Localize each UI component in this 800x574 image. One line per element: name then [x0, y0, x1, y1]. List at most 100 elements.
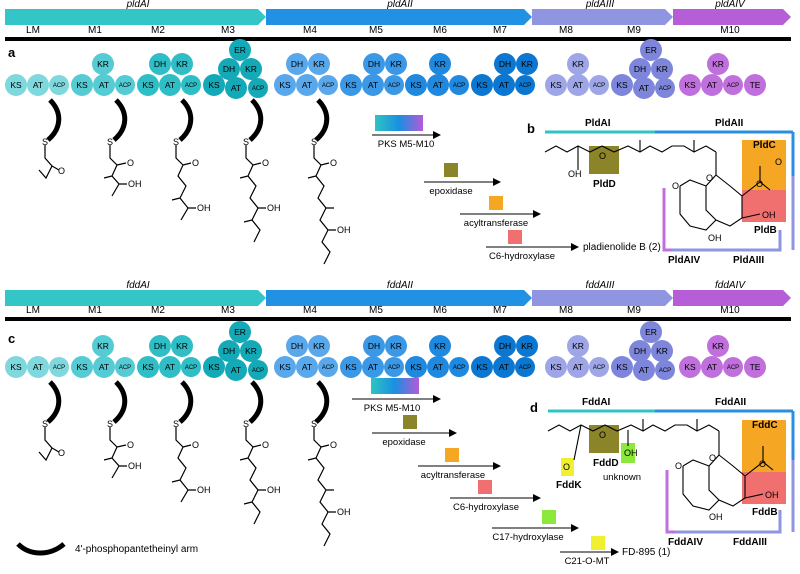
module-label-M6: M6: [433, 305, 447, 316]
module-label-M4: M4: [303, 305, 317, 316]
module-label-M2: M2: [151, 305, 165, 316]
domain-acp: ACP: [185, 365, 197, 371]
atom-oh: OH: [337, 225, 351, 235]
atom-o: O: [330, 440, 337, 450]
domain-kr: KR: [656, 64, 668, 74]
module-label-M6: M6: [433, 25, 447, 36]
module-label-M4: M4: [303, 25, 317, 36]
domain-dh: DH: [634, 64, 646, 74]
domain-at: AT: [231, 365, 241, 375]
domain-at: AT: [433, 362, 443, 372]
panel-label-c: c: [8, 331, 15, 346]
module-label-M3: M3: [221, 25, 235, 36]
step-epoxidase: epoxidase: [429, 186, 472, 197]
atom-oh: OH: [708, 233, 722, 243]
gene-label-pldAIII: pldAIII: [585, 0, 615, 10]
domain-ks: KS: [476, 362, 488, 372]
gene-arrow-pldAII: [266, 9, 532, 25]
panel-label-b: b: [527, 121, 535, 136]
module-protein-pldaiii: PldAIII: [733, 255, 764, 266]
module-protein-fddaiii: FddAIII: [733, 537, 767, 548]
module-label-M7: M7: [493, 25, 507, 36]
pld-intermediate-labels: S O S O OH S O OH S O OH S O OH: [42, 137, 351, 235]
domain-dh: DH: [291, 341, 303, 351]
domain-acp: ACP: [453, 365, 465, 371]
step-pks: PKS M5-M10: [378, 139, 435, 150]
module-protein-pldai: PldAI: [585, 118, 611, 129]
domain-acp: ACP: [252, 86, 264, 92]
pld-structure: b PldAI PldAII PldC PldD PldB OH O O O O…: [527, 118, 795, 266]
domain-kr: KR: [390, 59, 402, 69]
domain-ks: KS: [550, 362, 562, 372]
pld-domain-row: KS AT ACP KS KR AT ACP KS DH KR AT ACP K…: [5, 39, 766, 99]
domain-kr: KR: [313, 341, 325, 351]
domain-er: ER: [645, 327, 657, 337]
atom-oh: OH: [709, 512, 723, 522]
step-epoxidase: epoxidase: [382, 437, 425, 448]
atom-s: S: [243, 137, 249, 147]
enzyme-fddk: FddK: [556, 480, 582, 491]
domain-dh: DH: [291, 59, 303, 69]
atom-o: O: [563, 462, 570, 472]
domain-er: ER: [645, 45, 657, 55]
domain-at: AT: [99, 362, 109, 372]
domain-ks: KS: [684, 80, 696, 90]
module-label-M9: M9: [627, 305, 641, 316]
atom-oh: OH: [128, 461, 142, 471]
module-protein-fddaiv: FddAIV: [668, 537, 703, 548]
atom-oh: OH: [762, 210, 776, 220]
domain-acp: ACP: [53, 83, 65, 89]
domain-at: AT: [302, 362, 312, 372]
gene-label-fddAII: fddAII: [387, 280, 413, 291]
atom-oh: OH: [267, 485, 281, 495]
module-label-LM: LM: [26, 305, 40, 316]
domain-kr: KR: [245, 64, 257, 74]
domain-kr: KR: [572, 341, 584, 351]
atom-oh: OH: [267, 203, 281, 213]
gene-label-pldAI: pldAI: [126, 0, 150, 10]
atom-s: S: [173, 137, 179, 147]
domain-at: AT: [499, 80, 509, 90]
domain-ks: KS: [476, 80, 488, 90]
domain-acp: ACP: [727, 365, 739, 371]
step-c6-hydroxylase: C6-hydroxylase: [453, 502, 519, 513]
module-label-M8: M8: [559, 305, 573, 316]
step-c21-o-mt: C21-O-MT: [565, 556, 610, 567]
domain-ks: KS: [345, 362, 357, 372]
domain-kr: KR: [390, 341, 402, 351]
atom-o: O: [330, 158, 337, 168]
unknown-label: unknown: [603, 472, 641, 483]
atom-o: O: [599, 430, 606, 440]
atom-s: S: [173, 419, 179, 429]
phosphopantetheinyl-arm-icon: [16, 542, 66, 556]
domain-kr: KR: [313, 59, 325, 69]
domain-at: AT: [33, 80, 43, 90]
domain-acp: ACP: [659, 368, 671, 374]
domain-acp: ACP: [388, 83, 400, 89]
pld-intermediates: [38, 98, 336, 265]
domain-kr: KR: [97, 341, 109, 351]
domain-at: AT: [302, 80, 312, 90]
module-protein-pldaiv: PldAIV: [668, 255, 701, 266]
atom-o: O: [127, 158, 134, 168]
module-protein-fddaii: FddAII: [715, 397, 746, 408]
module-label-M10: M10: [720, 25, 740, 36]
domain-ks: KS: [279, 362, 291, 372]
atom-s: S: [107, 137, 113, 147]
domain-dh: DH: [499, 59, 511, 69]
atom-o: O: [675, 461, 682, 471]
fdd-structure: d FddAI FddAII FddC FddD FddK FddB unkno…: [530, 397, 795, 548]
module-label-M9: M9: [627, 25, 641, 36]
atom-s: S: [243, 419, 249, 429]
atom-o: O: [262, 440, 269, 450]
domain-at: AT: [165, 80, 175, 90]
domain-ks: KS: [279, 80, 291, 90]
domain-at: AT: [99, 80, 109, 90]
domain-acp: ACP: [252, 368, 264, 374]
gene-label-pldAII: pldAII: [386, 0, 413, 10]
domain-acp: ACP: [388, 365, 400, 371]
domain-acp: ACP: [53, 365, 65, 371]
atom-oh: OH: [128, 179, 142, 189]
domain-kr: KR: [245, 346, 257, 356]
enzyme-pldd: PldD: [593, 179, 616, 190]
